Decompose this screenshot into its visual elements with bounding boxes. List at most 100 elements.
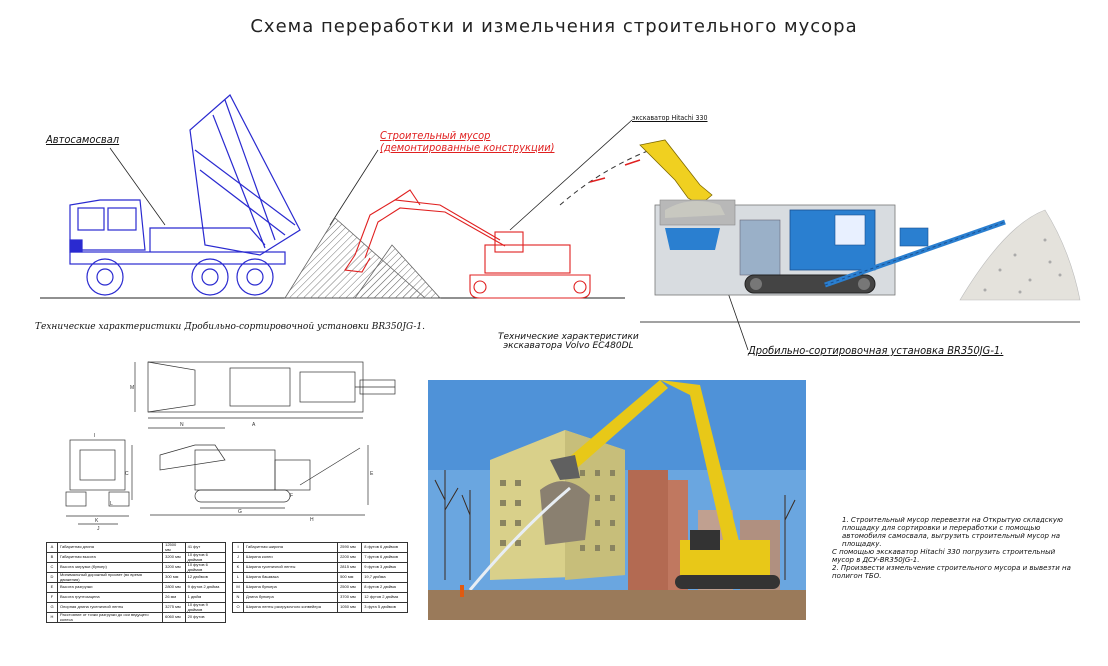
svg-text:E: E xyxy=(370,471,374,477)
spec-cell-mm: 3200 мм xyxy=(162,552,186,563)
excavator-arm-yellow xyxy=(639,139,713,206)
spec-cell-k: G xyxy=(46,602,58,613)
spec-cell-mm: 3200 мм xyxy=(162,562,186,573)
svg-text:K: K xyxy=(95,518,99,524)
excavator-drawing xyxy=(344,189,591,299)
spec-cell-k: C xyxy=(46,562,58,573)
caption-excavator-specs-line2: экскаватора Volvo EC480DL xyxy=(503,341,634,351)
spec-cell-name: Высота грунтозацепа xyxy=(56,592,164,603)
spec-cell-mm: 2200 мм xyxy=(337,552,363,563)
spec-cell-name: Ширина башмака xyxy=(242,572,339,583)
crusher-plant-drawing xyxy=(654,199,1081,301)
spec-cell-ft: 10 футов 6 дюймов xyxy=(184,562,227,573)
svg-text:A: A xyxy=(252,422,256,428)
spec-cell-k: B xyxy=(46,552,58,563)
spec-cell-name: Ширина колеи xyxy=(242,552,339,563)
spec-cell-name: Высота загрузки (бункер) xyxy=(56,562,164,573)
tech-drawing-labels: M N A I K J C E G H F L xyxy=(94,385,374,532)
spec-cell-ft: 9 футов 3 дюйма xyxy=(361,562,408,573)
svg-text:J: J xyxy=(97,526,100,532)
spec-cell-k: K xyxy=(232,562,244,573)
spec-cell-ft: 10 футов 9 дюймов xyxy=(184,602,227,613)
technical-drawing xyxy=(65,361,396,525)
spec-cell-name: Габаритная длина xyxy=(56,542,164,553)
spec-cell-k: F xyxy=(46,592,58,603)
spec-cell-ft: 9 футов 2 дюйма xyxy=(184,582,227,593)
spec-cell-mm: 500 мм xyxy=(337,572,363,583)
spec-cell-ft: 19,7 дюйма xyxy=(361,572,408,583)
note-3: 2. Произвести измельчение строительного … xyxy=(832,564,1071,580)
svg-text:H: H xyxy=(310,517,314,523)
spec-cell-k: A xyxy=(46,542,58,553)
svg-text:I: I xyxy=(94,433,95,439)
spec-cell-name: Ширина гусеничной ленты xyxy=(242,562,339,573)
spec-cell-name: Ширина бункера xyxy=(242,582,339,593)
spec-cell-ft: 41 фут xyxy=(184,542,227,553)
svg-text:M: M xyxy=(130,385,134,391)
spec-cell-mm: 3700 мм xyxy=(337,592,363,603)
svg-text:C: C xyxy=(125,471,129,477)
svg-text:N: N xyxy=(180,422,184,428)
spec-cell-k: J xyxy=(232,552,244,563)
spec-cell-name: Габаритная ширина xyxy=(242,542,339,553)
svg-text:L: L xyxy=(110,501,113,507)
spec-cell-name: Расстояние от точки разгрузки до оси вед… xyxy=(56,612,164,623)
spec-cell-mm: 6060 мм xyxy=(162,612,186,623)
demolition-photo xyxy=(428,380,806,620)
caption-crusher-specs: Технические характеристики Дробильно-сор… xyxy=(35,322,425,332)
label-dump-truck: Автосамосвал xyxy=(46,133,120,146)
spec-cell-mm: 2800 мм xyxy=(162,582,186,593)
svg-text:F: F xyxy=(290,493,293,499)
label-debris: Строительный мусор (демонтированные конс… xyxy=(380,130,555,154)
label-excavator-hitachi: экскаватор Hitachi 330 xyxy=(632,114,708,122)
process-notes: 1. Строительный мусор перевезти на Откры… xyxy=(832,516,1077,580)
spec-cell-ft: 12 дюймов xyxy=(184,572,227,583)
spec-cell-mm: 12500 мм xyxy=(162,542,186,553)
note-2: С помощью экскаватор Hitachi 330 погрузи… xyxy=(832,548,1056,564)
spec-cell-name: Габаритная высота xyxy=(56,552,164,563)
note-1: 1. Строительный мусор перевезти на Откры… xyxy=(842,516,1063,548)
spec-cell-name: Длина бункера xyxy=(242,592,339,603)
spec-cell-name: Ширина ленты разгрузочного конвейера xyxy=(242,602,339,613)
spec-cell-k: I xyxy=(232,542,244,553)
spec-cell-name: Минимальный дорожный просвет (во время д… xyxy=(56,572,164,583)
spec-cell-k: D xyxy=(46,572,58,583)
spec-cell-mm: 2815 мм xyxy=(337,562,363,573)
spec-cell-ft: 8 футов 2 дюйма xyxy=(361,582,408,593)
spec-cell-k: N xyxy=(232,592,244,603)
spec-cell-mm: 300 мм xyxy=(162,572,186,583)
spec-cell-ft: 8 футов 6 дюймов xyxy=(361,542,408,553)
debris-pile-drawing xyxy=(284,217,441,299)
spec-cell-ft: 1 дюйм xyxy=(184,592,227,603)
dump-truck-drawing xyxy=(69,94,301,296)
label-debris-line2: (демонтированные конструкции) xyxy=(380,141,555,154)
spec-cell-mm: 2590 мм xyxy=(337,542,363,553)
spec-cell-mm: 3275 мм xyxy=(162,602,186,613)
spec-cell-k: L xyxy=(232,572,244,583)
label-crusher-plant: Дробильно-сортировочная установка BR350J… xyxy=(748,344,1004,357)
spec-cell-mm: 2500 мм xyxy=(337,582,363,593)
spec-cell-ft: 7 футов 6 дюймов xyxy=(361,552,408,563)
caption-excavator-specs: Технические характеристики экскаватора V… xyxy=(498,333,639,351)
spec-cell-ft: 20 футов xyxy=(184,612,227,623)
spec-cell-k: M xyxy=(232,582,244,593)
svg-text:G: G xyxy=(238,509,242,515)
spec-cell-k: O xyxy=(232,602,244,613)
spec-cell-k: E xyxy=(46,582,58,593)
page-title: Схема переработки и измельчения строител… xyxy=(250,16,858,37)
caption-excavator-specs-line1: Технические характеристики xyxy=(498,332,639,342)
